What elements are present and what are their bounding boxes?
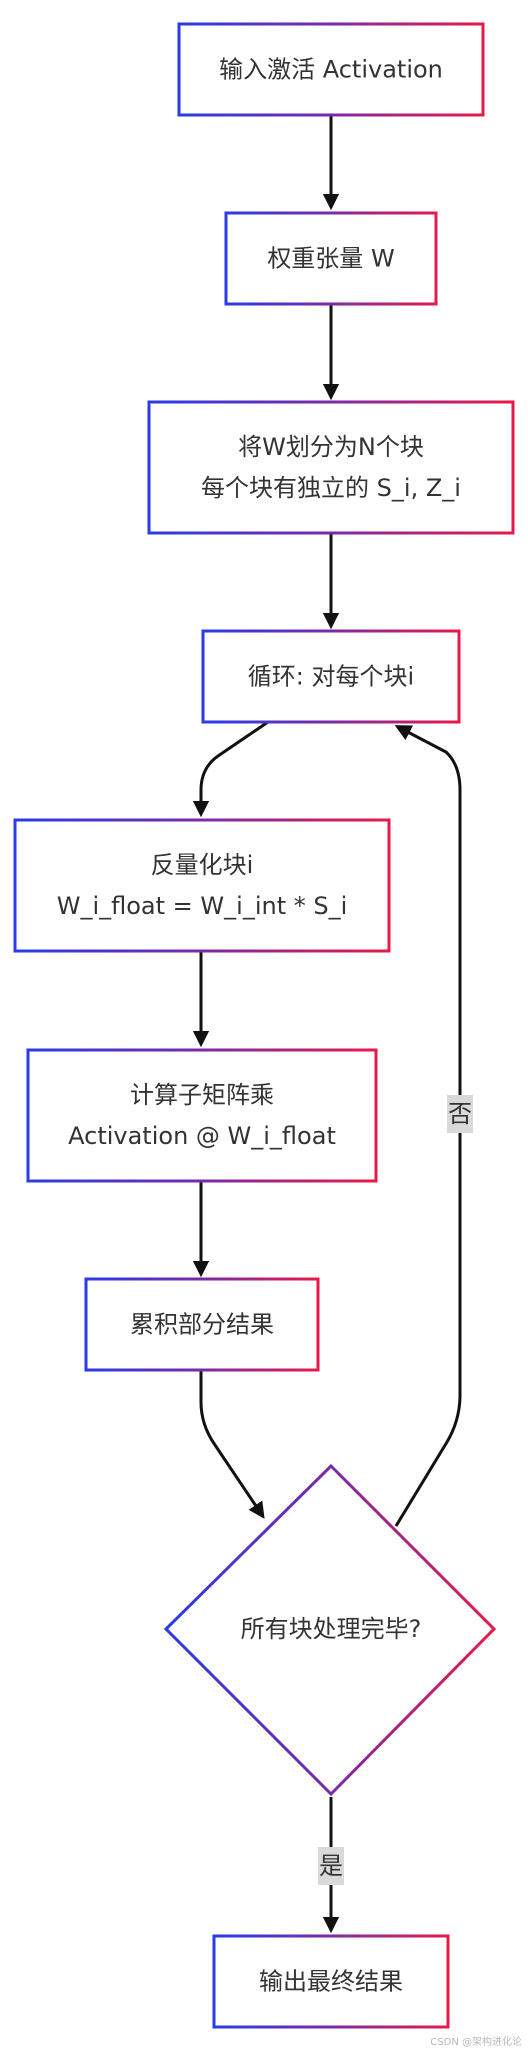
node-matmul-line2: Activation @ W_i_float <box>68 1122 336 1150</box>
node-accumulate: 累积部分结果 <box>84 1277 320 1372</box>
node-dequant-line1: 反量化块i <box>151 851 254 879</box>
node-output-text: 输出最终结果 <box>259 1968 403 1996</box>
node-input-text: 输入激活 Activation <box>219 56 443 84</box>
node-output: 输出最终结果 <box>212 1934 450 2029</box>
node-split-line1: 将W划分为N个块 <box>238 433 424 461</box>
node-accumulate-text: 累积部分结果 <box>130 1311 274 1339</box>
edge-label-no-text: 否 <box>448 1100 472 1128</box>
node-dequant-line2: W_i_float = W_i_int * S_i <box>57 892 348 920</box>
node-loop: 循环: 对每个块i <box>201 629 461 724</box>
edge-accumulate-to-decision <box>199 1371 265 1519</box>
edge-label-no: 否 <box>447 1095 473 1133</box>
node-weight: 权重张量 W <box>224 211 438 306</box>
edge-label-yes-text: 是 <box>319 1852 343 1880</box>
node-weight-text: 权重张量 W <box>267 245 394 273</box>
node-matmul: 计算子矩阵乘 Activation @ W_i_float <box>26 1048 378 1183</box>
node-matmul-line1: 计算子矩阵乘 <box>130 1081 274 1109</box>
watermark-text: CSDN @架构进化论 <box>430 2037 522 2048</box>
node-split-line2: 每个块有独立的 S_i, Z_i <box>201 474 461 502</box>
edge-label-yes: 是 <box>318 1847 344 1885</box>
edge-decision-no-to-loop <box>394 725 462 1527</box>
node-split: 将W划分为N个块 每个块有独立的 S_i, Z_i <box>147 400 515 535</box>
node-loop-text: 循环: 对每个块i <box>248 663 414 691</box>
edge-loop-to-dequant <box>192 720 269 818</box>
node-input: 输入激活 Activation <box>177 22 485 117</box>
node-decision: 所有块处理完毕? <box>163 1463 497 1797</box>
node-decision-text: 所有块处理完毕? <box>241 1615 422 1643</box>
node-dequant: 反量化块i W_i_float = W_i_int * S_i <box>13 818 391 953</box>
